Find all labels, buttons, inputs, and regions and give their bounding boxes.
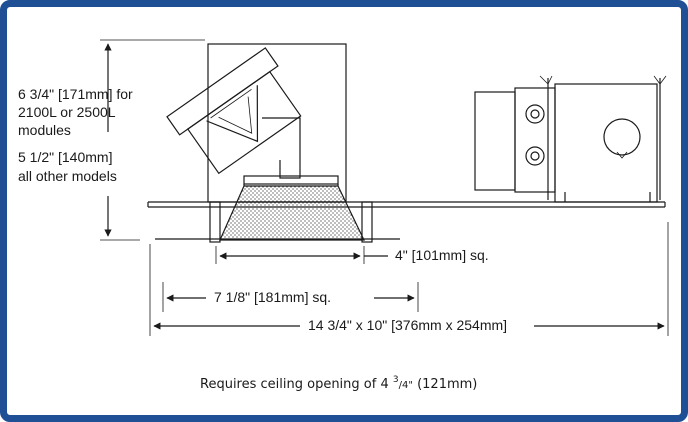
lamp-module: [166, 47, 339, 185]
trim-label: 7 1/8" [181mm] sq.: [214, 289, 331, 305]
height-std-label-1: 5 1/2" [140mm]: [18, 149, 112, 165]
trim-dimension: [162, 282, 419, 312]
height-std-label-2: all other models: [18, 168, 117, 184]
aperture-dimension: [215, 246, 388, 264]
ceiling-opening-caption: Requires ceiling opening of 4 3/4" (121m…: [200, 375, 477, 392]
height-dimension: [100, 39, 205, 241]
height-alt-label-1: 6 3/4" [171mm] for: [18, 86, 133, 102]
height-alt-label-3: modules: [18, 122, 71, 138]
overall-dimension: [149, 222, 669, 336]
driver-box: [474, 75, 667, 203]
height-alt-label-2: 2100L or 2500L: [18, 104, 116, 120]
overall-label: 14 3/4" x 10" [376mm x 254mm]: [308, 317, 507, 333]
trim-cone: [219, 184, 365, 241]
fixture-diagram: 6 3/4" [171mm] for 2100L or 2500L module…: [18, 39, 669, 392]
aperture-label: 4" [101mm] sq.: [395, 247, 489, 263]
